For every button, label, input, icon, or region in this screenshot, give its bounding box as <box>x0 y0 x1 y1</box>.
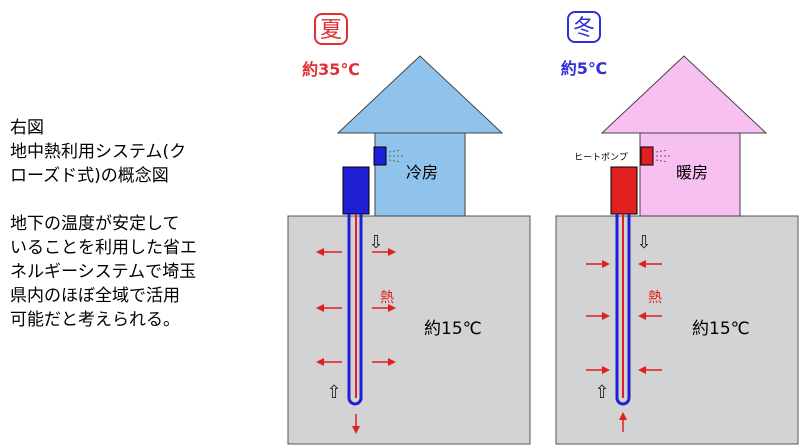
summer-ground <box>287 215 531 445</box>
summer-season-label: 夏 <box>320 18 342 43</box>
summer-panel: 夏 約35℃ 冷房 ⇩ ⇧ <box>287 13 531 445</box>
caption-body-line-5: 可能だと考えられる。 <box>10 310 180 330</box>
summer-heat-label: 熱 <box>380 290 394 306</box>
summer-heat-arrows <box>316 248 396 434</box>
winter-room-label: 暖房 <box>676 163 708 182</box>
winter-ground-temp: 約15℃ <box>692 319 750 339</box>
winter-panel: 冬 約5℃ 暖房 ヒートポンプ ⇩ ⇧ <box>555 11 799 445</box>
caption-body-line-1: 地下の温度が安定して <box>10 214 180 234</box>
winter-pipe-blue <box>615 214 631 406</box>
winter-heat-label: 熱 <box>648 290 662 306</box>
winter-indoor-unit <box>640 146 654 166</box>
summer-season-badge <box>314 13 348 45</box>
winter-flow-down-icon: ⇩ <box>636 232 651 253</box>
summer-air-temp: 約35℃ <box>302 60 360 79</box>
winter-house-body <box>639 132 741 217</box>
summer-flow-down-icon: ⇩ <box>368 232 383 253</box>
summer-flow-up-icon: ⇧ <box>326 382 341 403</box>
summer-room-label: 冷房 <box>406 163 438 182</box>
caption-text: 右図 地中熱利用システム(ク ローズド式)の概念図 地下の温度が安定して いるこ… <box>10 116 272 332</box>
summer-house-roof <box>336 55 504 134</box>
caption-body-line-4: 県内のほぼ全域で活用 <box>10 286 180 306</box>
summer-ground-temp: 約15℃ <box>424 319 482 339</box>
summer-heat-pump <box>342 166 370 215</box>
winter-season-badge <box>567 11 601 43</box>
caption-body-line-3: ネルギーシステムで埼玉 <box>10 262 197 282</box>
caption-title-line-2: ローズド式)の概念図 <box>10 166 169 186</box>
winter-season-label: 冬 <box>573 16 595 41</box>
caption-body-line-2: いることを利用した省エ <box>10 238 197 258</box>
winter-ground <box>555 215 799 445</box>
summer-pipe-blue <box>347 214 363 406</box>
winter-pump-label: ヒートポンプ <box>574 152 628 163</box>
summer-house-body <box>374 132 466 217</box>
winter-air-temp: 約5℃ <box>561 59 608 78</box>
caption-title-line-1: 地中熱利用システム(ク <box>10 142 187 162</box>
winter-house-roof <box>600 55 768 134</box>
winter-heat-pump <box>610 166 638 215</box>
summer-indoor-unit <box>373 146 387 166</box>
winter-flow-up-icon: ⇧ <box>594 382 609 403</box>
caption-heading: 右図 <box>10 118 44 138</box>
winter-heat-arrows <box>586 260 662 432</box>
